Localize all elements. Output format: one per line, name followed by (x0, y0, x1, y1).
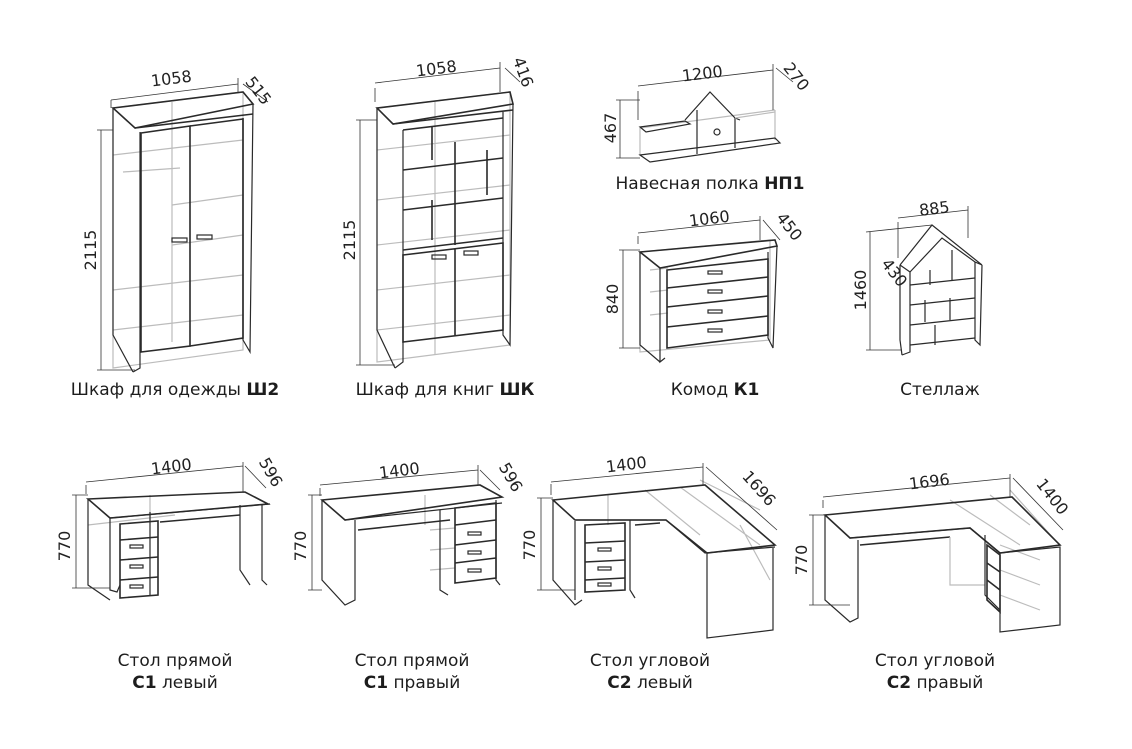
wardrobe-sh2-height-label: 2115 (81, 230, 100, 271)
bookcase-shk-depth-label: 416 (509, 55, 537, 90)
caption-stellazh: Стеллаж (870, 379, 1010, 401)
bookcase-shk-height-label: 2115 (340, 220, 359, 261)
caption-name: Стеллаж (900, 380, 980, 400)
caption-variant: левый (161, 673, 218, 693)
wall-shelf-np1-height-label: 467 (601, 113, 620, 144)
wardrobe-sh2-depth-label: 515 (241, 73, 275, 109)
caption-name: Стол прямой (354, 651, 470, 671)
caption-name: Шкаф для книг (355, 380, 495, 400)
chest-k1-drawing: 1060 450 840 (603, 207, 806, 364)
corner-desk-c2-right-depth-label: 1400 (1032, 475, 1072, 519)
corner-desk-c2-left-depth-label: 1696 (738, 467, 779, 510)
desk-c1-left-height-label: 770 (55, 531, 74, 562)
stellazh-depth-label: 430 (877, 255, 911, 291)
caption-name: Стол угловой (589, 651, 711, 671)
caption-name: Навесная полка (615, 174, 759, 194)
desk-c1-left-depth-label: 596 (255, 454, 287, 490)
bookcase-shk-drawing: 1058 416 2115 (340, 55, 537, 369)
caption-desk-c1-right: Стол прямой С1 правый (332, 650, 492, 694)
wall-shelf-np1-drawing: 1200 270 467 (601, 59, 813, 163)
caption-bookcase-shk: Шкаф для книг ШК (340, 379, 550, 401)
chest-k1-width-label: 1060 (688, 207, 731, 231)
caption-corner-desk-c2-left: Стол угловой С2 левый (565, 650, 735, 694)
desk-c1-right-width-label: 1400 (378, 459, 421, 483)
corner-desk-c2-left-drawing: 1400 1696 770 (520, 453, 780, 639)
stellazh-drawing: 885 430 1460 (851, 197, 983, 356)
desk-c1-right-drawing: 1400 596 770 (291, 459, 527, 606)
wardrobe-sh2-width-label: 1058 (150, 67, 193, 91)
desk-c1-right-height-label: 770 (291, 531, 310, 562)
caption-corner-desk-c2-right: Стол угловой С2 правый (850, 650, 1020, 694)
caption-name: Стол угловой (874, 651, 996, 671)
caption-variant: левый (636, 673, 693, 693)
caption-name: Стол прямой (117, 651, 233, 671)
chest-k1-depth-label: 450 (772, 209, 806, 245)
caption-code: С2 (607, 673, 632, 693)
corner-desk-c2-right-height-label: 770 (792, 545, 811, 576)
caption-wardrobe-sh2: Шкаф для одежды Ш2 (60, 379, 290, 401)
corner-desk-c2-right-drawing: 1696 1400 770 (792, 470, 1072, 633)
caption-variant: правый (393, 673, 461, 693)
caption-desk-c1-left: Стол прямой С1 левый (95, 650, 255, 694)
wardrobe-sh2-drawing: 1058 515 2115 (81, 67, 275, 373)
caption-name: Шкаф для одежды (70, 380, 241, 400)
caption-code: С1 (132, 673, 157, 693)
stellazh-width-label: 885 (918, 197, 951, 220)
caption-name: Комод (670, 380, 729, 400)
stellazh-height-label: 1460 (851, 270, 870, 311)
caption-wall-shelf-np1: Навесная полка НП1 (605, 173, 815, 195)
caption-code: ШК (499, 380, 535, 400)
wall-shelf-np1-width-label: 1200 (681, 62, 724, 86)
desk-c1-left-drawing: 1400 596 770 (55, 454, 287, 601)
corner-desk-c2-left-height-label: 770 (520, 530, 539, 561)
caption-code: Ш2 (246, 380, 280, 400)
corner-desk-c2-right-width-label: 1696 (908, 470, 951, 494)
bookcase-shk-width-label: 1058 (415, 57, 458, 81)
chest-k1-height-label: 840 (603, 284, 622, 315)
caption-variant: правый (916, 673, 984, 693)
caption-code: С1 (363, 673, 389, 693)
caption-code: НП1 (764, 174, 805, 194)
caption-chest-k1: Комод К1 (640, 379, 790, 401)
corner-desk-c2-left-width-label: 1400 (605, 453, 648, 477)
desk-c1-left-width-label: 1400 (150, 455, 193, 479)
wall-shelf-np1-depth-label: 270 (779, 59, 813, 95)
caption-code: С2 (886, 673, 912, 693)
caption-code: К1 (733, 380, 760, 400)
